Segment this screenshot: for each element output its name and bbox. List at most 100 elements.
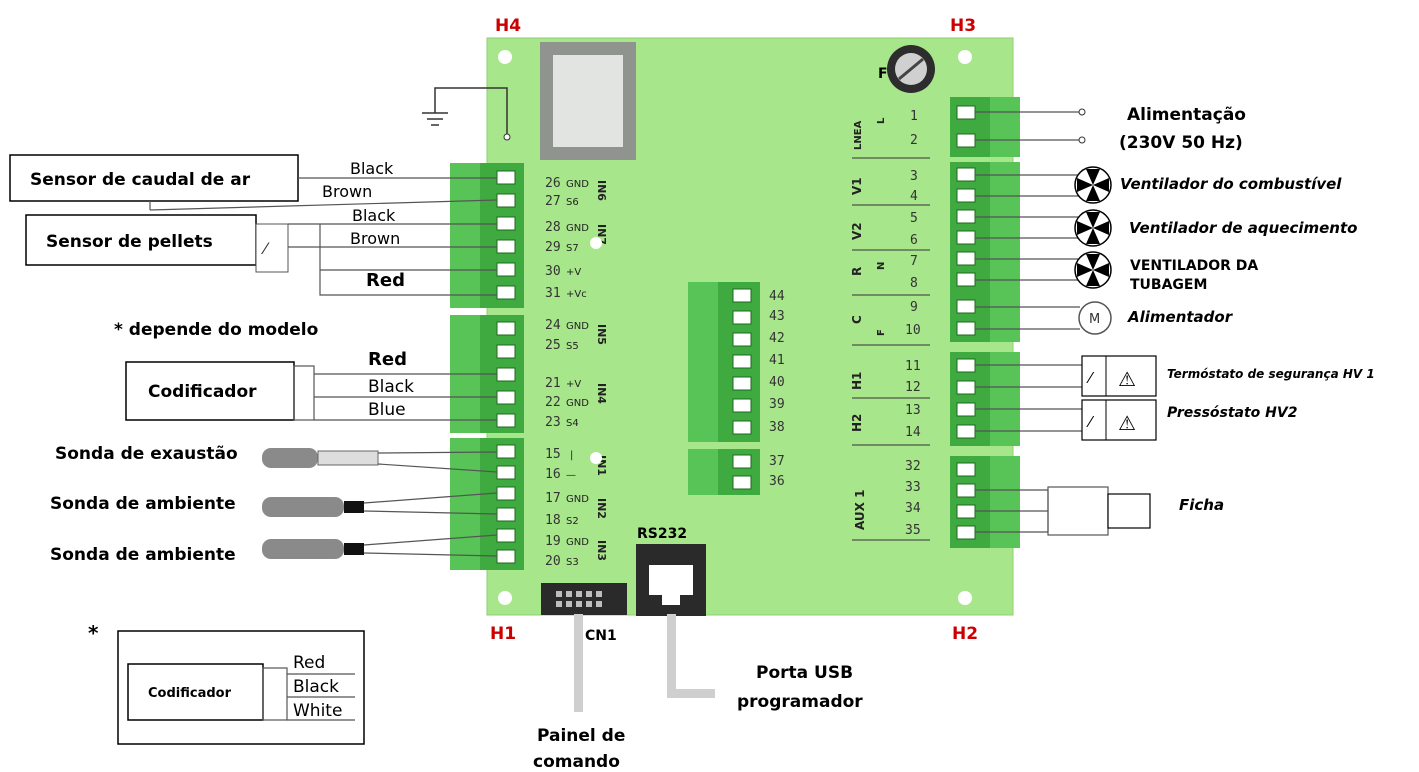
warning-icon: ⚠ [1118, 367, 1136, 391]
pellet-wires [288, 223, 497, 296]
fan-wires [975, 174, 1080, 330]
plug-device [1107, 493, 1151, 529]
terminal-block-right-aux [950, 456, 1020, 548]
airflow-wires [149, 177, 498, 211]
corner-label-h1: H1 [490, 624, 516, 644]
output-label-c: C [850, 315, 864, 324]
pin-31-signal: +Vc [566, 289, 587, 300]
heating-fan-label: Ventilador de aquecimento [1129, 219, 1357, 237]
pin-10: 10 [905, 323, 921, 338]
output-label-v2: V2 [850, 222, 864, 240]
pin-18-signal: S2 [566, 516, 579, 527]
room-probe-1-sleeve [344, 501, 364, 513]
pcb-dot [590, 452, 602, 464]
usb-cable-end [667, 689, 715, 698]
input-label-in5: IN5 [595, 324, 608, 345]
pin-27: 27 [545, 194, 561, 209]
wire-label-airflow-black: Black [350, 159, 394, 178]
exhaust-probe [262, 448, 318, 468]
inset-star: * [88, 621, 99, 645]
switch-icon: ⁄ [1086, 413, 1095, 431]
pin-27-signal: S6 [566, 197, 579, 208]
pin-21: 21 [545, 376, 561, 391]
pin-31: 31 [545, 286, 561, 301]
pin-25: 25 [545, 338, 561, 353]
panel-label-2: comando [533, 752, 620, 772]
pin-44: 44 [769, 289, 785, 304]
exhaust-wires [377, 451, 498, 473]
pin-7: 7 [910, 254, 918, 269]
pin-24: 24 [545, 318, 561, 333]
pin-39: 39 [769, 397, 785, 412]
room-probe-2-sleeve [344, 543, 364, 555]
pin-43: 43 [769, 309, 785, 324]
terminal-block-right-safety [950, 352, 1020, 446]
pressostat-device [1081, 399, 1157, 441]
fan-icon [1074, 251, 1112, 289]
terminal-block-left-bottom [450, 438, 524, 570]
fuel-fan-label: Ventilador do combustível [1120, 175, 1342, 193]
pin-20: 20 [545, 554, 561, 569]
power-spec-label: (230V 50 Hz) [1119, 133, 1243, 153]
pin-12: 12 [905, 380, 921, 395]
inset-wires [262, 667, 355, 721]
output-label-r: R [850, 267, 864, 276]
power-label: Alimentação [1127, 105, 1246, 125]
pin-1: 1 [910, 109, 918, 124]
mount-hole-tl [498, 50, 512, 64]
output-label-aux1: AUX 1 [853, 490, 867, 530]
pin-9: 9 [910, 300, 918, 315]
room-probe-2 [262, 539, 344, 559]
duct-fan-label-2: TUBAGEM [1130, 277, 1207, 293]
wire-label-pellet-brown: Brown [350, 229, 400, 248]
wire-label-pellet-red: Red [366, 270, 405, 291]
terminal-block-left-top [450, 163, 524, 308]
room-probe-1 [262, 497, 344, 517]
pin-22: 22 [545, 395, 561, 410]
pcb-dot [590, 237, 602, 249]
room-probe-2-label: Sonda de ambiente [50, 545, 236, 565]
airflow-sensor-label: Sensor de caudal de ar [30, 170, 251, 190]
pin-22-signal: GND [566, 398, 589, 409]
warning-icon: ⚠ [1118, 411, 1136, 435]
exhaust-probe-braid [317, 450, 379, 466]
wire-label-pellet-black: Black [352, 206, 396, 225]
pin-24-signal: GND [566, 321, 589, 332]
pin-3: 3 [910, 169, 918, 184]
fan-icon [1074, 166, 1112, 204]
wire-label-encoder-black: Black [368, 377, 414, 397]
ground-icon [422, 112, 448, 126]
pin-16-signal: — [566, 470, 576, 481]
fuse-slot [898, 57, 924, 81]
terminal-block-right-loads [950, 162, 1020, 342]
pin-32: 32 [905, 459, 921, 474]
pin-11: 11 [905, 359, 921, 374]
pin-4: 4 [910, 189, 918, 204]
pin-23-signal: S4 [566, 418, 579, 429]
pin-25-signal: S5 [566, 341, 579, 352]
pin-34: 34 [905, 501, 921, 516]
corner-label-h4: H4 [495, 16, 521, 36]
pin-41: 41 [769, 353, 785, 368]
model-note: * depende do modelo [114, 320, 318, 340]
inset-encoder-label: Codificador [148, 686, 232, 701]
pin-15-signal: | [570, 450, 573, 461]
pin-2: 2 [910, 133, 918, 148]
panel-label-1: Painel de [537, 726, 625, 746]
pin-14: 14 [905, 425, 921, 440]
pellet-sensor-label: Sensor de pellets [46, 232, 213, 252]
wire-label-airflow-brown: Brown [322, 182, 372, 201]
ground-wire [434, 87, 508, 135]
pin-30: 30 [545, 264, 561, 279]
encoder-wires [293, 365, 497, 421]
thermostat-device [1081, 355, 1157, 397]
inset-encoder-box [127, 663, 264, 721]
pin-37: 37 [769, 454, 785, 469]
input-label-in3: IN3 [595, 540, 608, 561]
wire-label-encoder-blue: Blue [368, 400, 406, 420]
room-probe-1-wires [363, 492, 498, 515]
mount-hole-bl [498, 591, 512, 605]
ground-terminal [503, 133, 511, 141]
output-label-l: L [876, 117, 887, 124]
inset-wire-black: Black [293, 677, 339, 697]
